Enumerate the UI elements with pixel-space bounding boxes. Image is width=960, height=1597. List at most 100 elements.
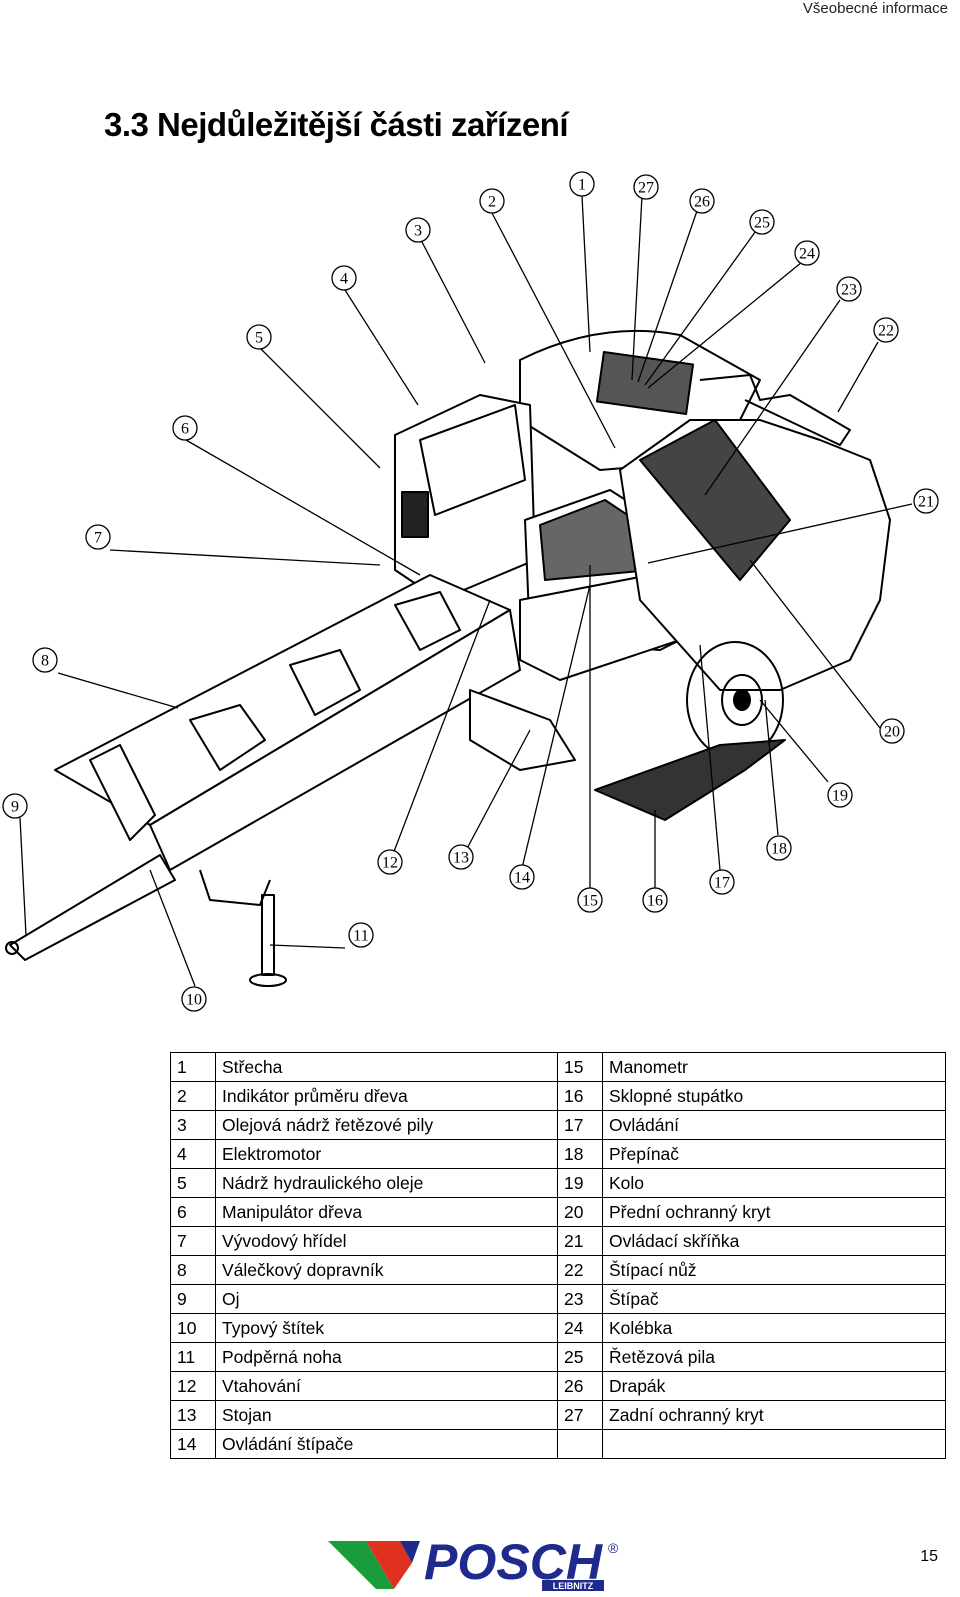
svg-text:22: 22 [878,323,894,340]
svg-text:23: 23 [841,282,857,299]
svg-text:9: 9 [11,799,19,816]
part-number: 12 [170,1371,216,1401]
callout-19: 19 [827,782,853,808]
callout-22: 22 [873,317,899,343]
callout-25: 25 [749,209,775,235]
part-number: 19 [557,1168,603,1198]
svg-text:8: 8 [41,653,49,670]
part-number [557,1429,603,1459]
callout-9: 9 [2,793,28,819]
callout-leaders [19,195,913,987]
logo-mark-green [328,1541,394,1589]
part-label: Ovládání [602,1110,946,1140]
callout-12: 12 [377,849,403,875]
svg-text:3: 3 [414,223,422,240]
svg-text:12: 12 [382,855,398,872]
part-label: Přední ochranný kryt [602,1197,946,1227]
svg-text:4: 4 [340,271,348,288]
callout-15: 15 [577,887,603,913]
svg-text:24: 24 [799,246,815,263]
callout-5: 5 [246,324,272,350]
svg-text:16: 16 [647,893,663,910]
part-label [602,1429,946,1459]
callout-20: 20 [879,718,905,744]
part-label: Ovládací skříňka [602,1226,946,1256]
part-label: Oj [215,1284,558,1314]
svg-text:20: 20 [884,724,900,741]
part-number: 18 [557,1139,603,1169]
part-label: Válečkový dopravník [215,1255,558,1285]
callout-11: 11 [348,922,374,948]
part-number: 2 [170,1081,216,1111]
svg-text:10: 10 [186,992,202,1009]
part-number: 13 [170,1400,216,1430]
callout-27: 27 [633,174,659,200]
part-number: 8 [170,1255,216,1285]
page-title: 3.3 Nejdůležitější části zařízení [104,106,569,143]
svg-text:25: 25 [754,215,770,232]
callout-13: 13 [448,844,474,870]
part-label: Štípač [602,1284,946,1314]
part-label: Přepínač [602,1139,946,1169]
part-number: 21 [557,1226,603,1256]
part-label: Ovládání štípače [215,1429,558,1459]
part-number: 10 [170,1313,216,1343]
svg-text:13: 13 [453,850,469,867]
svg-text:5: 5 [255,330,263,347]
callout-4: 4 [331,265,357,291]
logo-registered-mark: ® [608,1540,619,1556]
part-number: 27 [557,1400,603,1430]
machine-diagram: 1 2 3 4 5 6 7 8 9 10 11 12 13 14 15 16 1… [2,171,939,1012]
svg-text:1: 1 [578,177,586,194]
callout-2: 2 [479,188,505,214]
part-label: Manipulátor dřeva [215,1197,558,1227]
svg-text:17: 17 [714,875,730,892]
part-number: 16 [557,1081,603,1111]
callout-3: 3 [405,217,431,243]
part-label: Vtahování [215,1371,558,1401]
svg-text:11: 11 [353,928,368,945]
svg-text:19: 19 [832,788,848,805]
part-label: Manometr [602,1052,946,1082]
logo-mark-red [366,1541,412,1589]
callout-6: 6 [172,415,198,441]
part-label: Indikátor průměru dřeva [215,1081,558,1111]
section-header: Všeobecné informace [802,0,948,17]
part-number: 24 [557,1313,603,1343]
callout-17: 17 [709,869,735,895]
callout-16: 16 [642,887,668,913]
page-number: 15 [920,1548,938,1565]
callout-23: 23 [836,276,862,302]
part-number: 26 [557,1371,603,1401]
part-number: 1 [170,1052,216,1082]
svg-text:6: 6 [181,421,189,438]
part-number: 4 [170,1139,216,1169]
callout-18: 18 [766,835,792,861]
part-label: Stojan [215,1400,558,1430]
machine-drawing [5,329,891,987]
callout-14: 14 [509,864,535,890]
callout-8: 8 [32,647,58,673]
svg-text:15: 15 [582,893,598,910]
part-label: Olejová nádrž řetězové pily [215,1110,558,1140]
callout-21: 21 [913,488,939,514]
svg-text:26: 26 [694,194,710,211]
callout-1: 1 [569,171,595,197]
part-label: Kolébka [602,1313,946,1343]
part-number: 11 [170,1342,216,1372]
part-label: Sklopné stupátko [602,1081,946,1111]
part-number: 5 [170,1168,216,1198]
svg-text:14: 14 [514,870,530,887]
